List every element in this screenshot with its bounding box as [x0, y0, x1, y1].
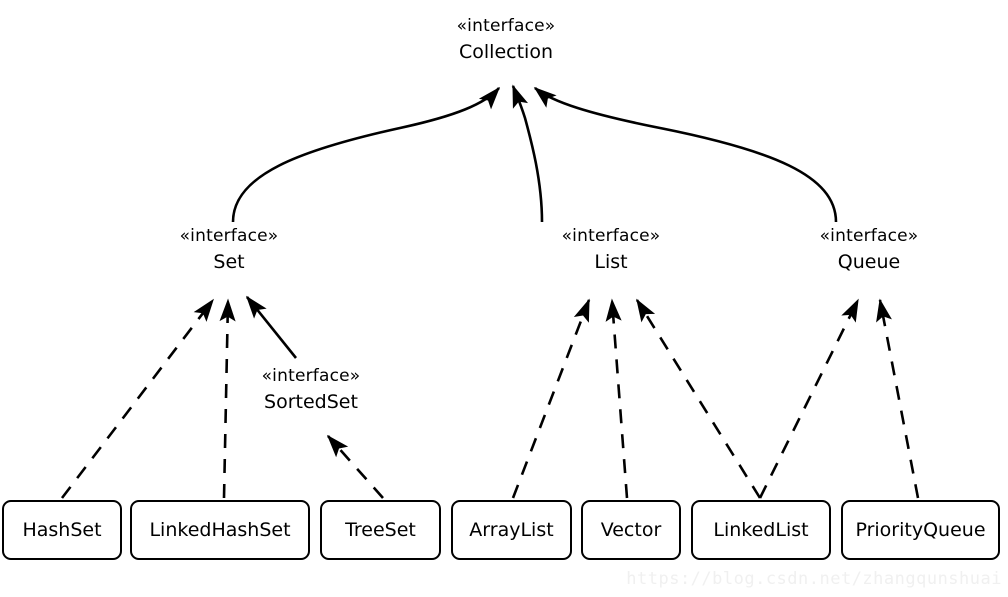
- stereotype-label: «interface»: [179, 226, 279, 246]
- class-name-vector: Vector: [600, 519, 662, 541]
- interface-node-set[interactable]: «interface» Set: [180, 228, 279, 272]
- class-box-linkedlist[interactable]: LinkedList: [691, 500, 831, 560]
- class-box-hashset[interactable]: HashSet: [2, 500, 122, 560]
- class-box-arraylist[interactable]: ArrayList: [451, 500, 572, 560]
- edge-set-to-collection: [231, 86, 501, 223]
- edge-treeset-to-sortedset: [326, 434, 384, 499]
- watermark-text: https://blog.csdn.net/zhangqunshuai: [626, 569, 1002, 589]
- stereotype-label: «interface»: [561, 226, 661, 246]
- class-name-hashset: HashSet: [22, 519, 102, 541]
- edge-list-to-collection: [511, 84, 544, 223]
- interface-node-collection[interactable]: «interface» Collection: [457, 18, 556, 62]
- stereotype-label: «interface»: [261, 366, 361, 386]
- edge-sortedset-to-set: [245, 295, 298, 359]
- class-box-linkedhashset[interactable]: LinkedHashSet: [130, 500, 310, 560]
- class-name-arraylist: ArrayList: [469, 519, 554, 541]
- class-name-linkedlist: LinkedList: [713, 519, 809, 541]
- interface-name-sortedset: SortedSet: [264, 391, 358, 413]
- edge-arraylist-to-list: [511, 298, 591, 499]
- class-name-priorityqueue: PriorityQueue: [855, 519, 986, 541]
- stereotype-label: «interface»: [819, 226, 919, 246]
- edge-hashset-to-set: [60, 298, 215, 499]
- interface-node-sortedset[interactable]: «interface» SortedSet: [262, 368, 361, 412]
- class-box-vector[interactable]: Vector: [581, 500, 681, 560]
- interface-node-list[interactable]: «interface» List: [562, 228, 661, 272]
- interface-node-queue[interactable]: «interface» Queue: [820, 228, 919, 272]
- edge-vector-to-list: [605, 298, 629, 499]
- class-name-treeset: TreeSet: [345, 519, 416, 541]
- edge-linkedhashset-to-set: [219, 298, 236, 499]
- edge-priorityqueue-to-queue: [876, 298, 920, 499]
- edge-linkedlist-to-list: [635, 298, 762, 499]
- stereotype-label: «interface»: [456, 16, 556, 36]
- class-box-priorityqueue[interactable]: PriorityQueue: [841, 500, 1000, 560]
- edge-linkedlist-to-queue: [758, 298, 860, 499]
- edge-queue-to-collection: [533, 86, 838, 223]
- interface-name-list: List: [594, 251, 628, 273]
- interface-name-queue: Queue: [837, 251, 901, 273]
- interface-name-set: Set: [213, 251, 245, 273]
- interface-name-collection: Collection: [459, 41, 553, 63]
- class-box-treeset[interactable]: TreeSet: [320, 500, 441, 560]
- class-name-linkedhashset: LinkedHashSet: [149, 519, 291, 541]
